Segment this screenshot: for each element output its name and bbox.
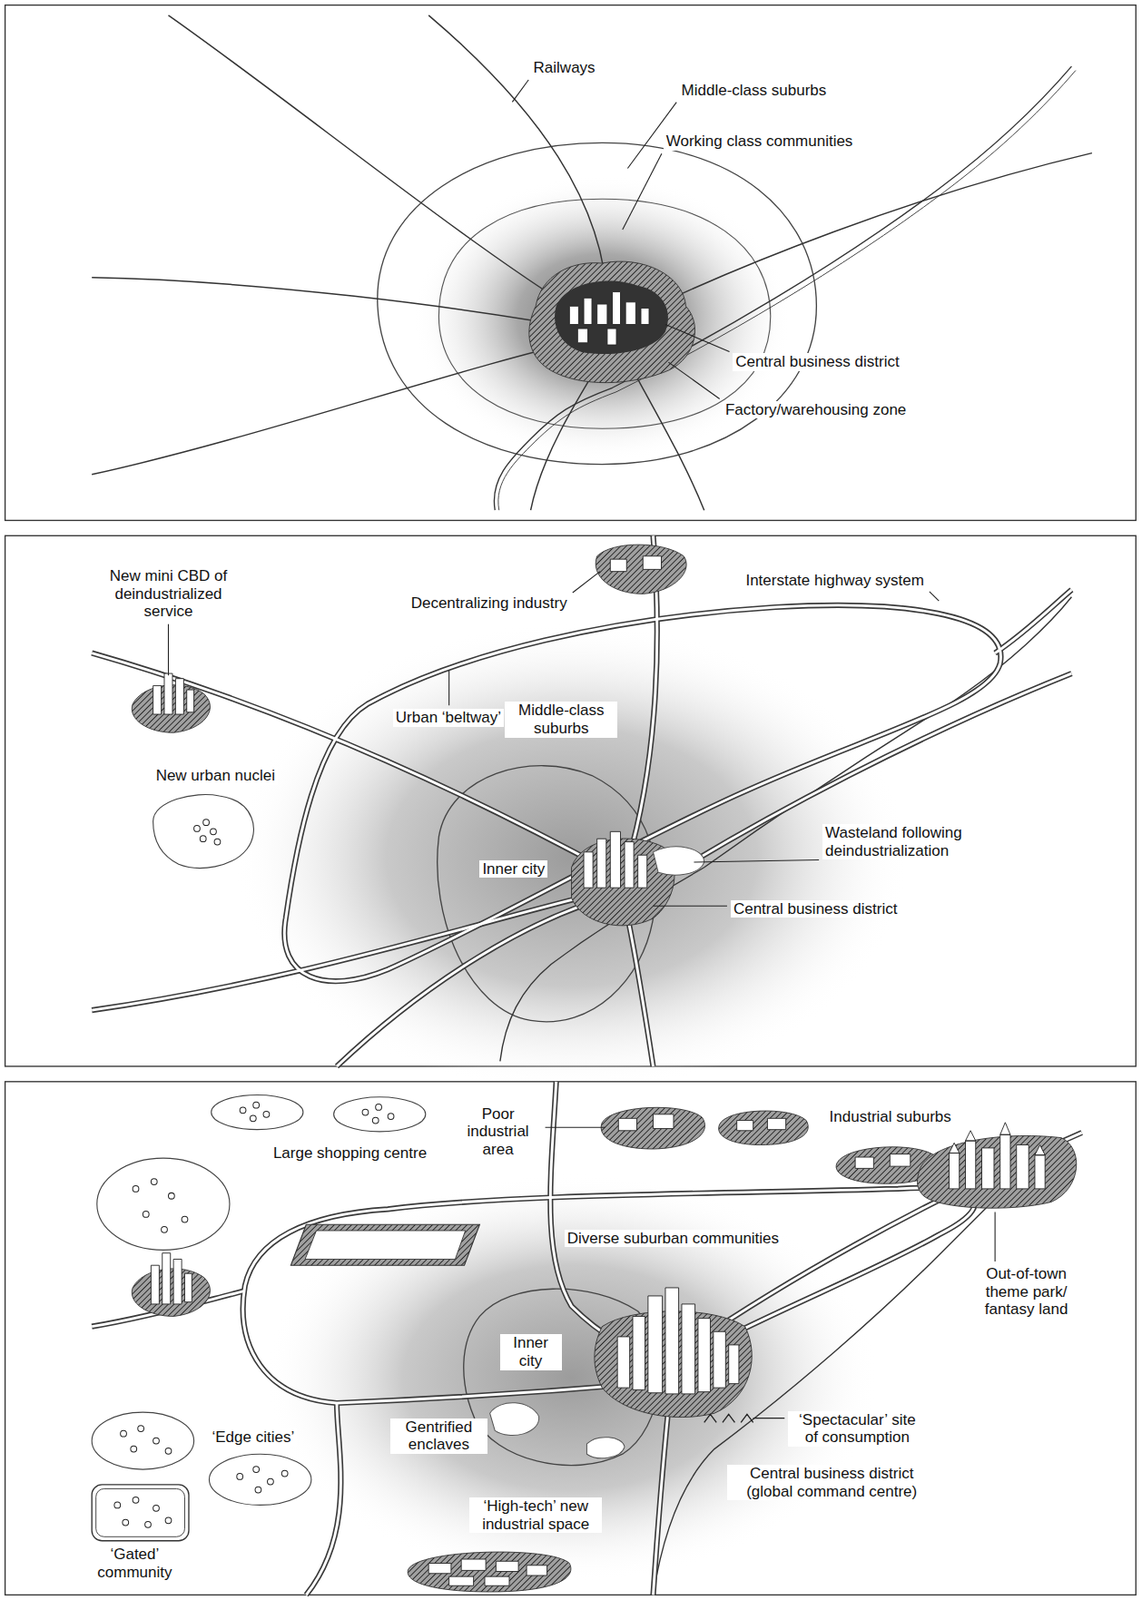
poor-industrial-area	[600, 1107, 705, 1150]
mini-cbd-buildings	[150, 1253, 192, 1305]
gated-community-wall	[91, 1485, 189, 1542]
industry-area	[595, 544, 687, 594]
leader-line	[545, 1127, 606, 1129]
zone-label: Wasteland following deindustrialization	[822, 824, 992, 860]
urban-nucleus	[153, 795, 255, 869]
zone-label: Inner city	[479, 860, 548, 879]
zone-label: Poor industrial area	[454, 1105, 542, 1160]
zone-label: Large shopping centre	[270, 1144, 430, 1163]
highway-lane	[91, 535, 1072, 1067]
cbd-buildings	[569, 292, 650, 345]
leader-line	[622, 153, 662, 230]
leader-line	[668, 362, 719, 399]
railway-lines	[91, 15, 1093, 511]
leader-line	[572, 571, 601, 593]
highway-casing	[91, 535, 1072, 1067]
theme-park-buildings	[949, 1122, 1046, 1190]
factory-blocks	[618, 1114, 674, 1132]
high-tech-area	[407, 1552, 571, 1593]
zone-label: ‘Gated’ community	[88, 1545, 182, 1582]
leader-line	[167, 624, 169, 677]
factory-blocks	[737, 1118, 911, 1169]
cbd-towers	[617, 1288, 739, 1395]
shopping-centre	[290, 1224, 480, 1266]
gentrified-enclave	[490, 1403, 540, 1437]
zone-label: Central business district	[730, 900, 900, 919]
zone-label: Middle-class suburbs	[679, 81, 830, 100]
edge-city-area	[211, 1094, 304, 1130]
wasteland-area	[652, 846, 704, 876]
zone-label: Factory/warehousing zone	[722, 401, 909, 420]
settlement-dots	[194, 819, 221, 846]
zone-label: Diverse suburban communities	[564, 1230, 782, 1249]
theme-park-area	[917, 1135, 1077, 1209]
zone-label: Working class communities	[663, 132, 857, 151]
zone-label: Gentrified enclaves	[390, 1418, 488, 1455]
leader-line	[994, 1212, 996, 1262]
zone-label: ‘Edge cities’	[208, 1428, 297, 1448]
industrial-suburb	[718, 1111, 809, 1146]
zone-label: ‘High-tech’ new industrial space	[469, 1497, 603, 1534]
gentrified-enclave	[586, 1437, 625, 1459]
cbd-buildings	[583, 831, 648, 888]
leader-line	[653, 905, 728, 907]
leader-line	[665, 324, 730, 353]
road-label: Urban ‘beltway’	[393, 708, 504, 728]
suburb-shading	[265, 1173, 878, 1583]
railway-line	[91, 277, 597, 333]
coastline	[500, 597, 1073, 1063]
zone-label: Inner city	[500, 1334, 562, 1370]
edge-city-area	[91, 1412, 194, 1470]
leader-line	[448, 670, 450, 707]
factory-zone	[529, 261, 696, 384]
panel-frame	[5, 5, 1137, 522]
railway-line	[167, 15, 602, 327]
shopping-centre-roof	[305, 1230, 466, 1260]
leader-line	[693, 860, 819, 863]
highway-casing	[91, 1082, 1082, 1596]
edge-city-area	[334, 1097, 426, 1133]
coastline	[493, 66, 1072, 511]
suburb-shading	[235, 622, 909, 1093]
road-label: Interstate highway system	[742, 571, 927, 591]
highway-lane	[91, 1082, 1082, 1596]
edge-city-area	[208, 1454, 311, 1506]
factory-blocks	[610, 556, 661, 572]
zone-label: Industrial suburbs	[826, 1108, 955, 1127]
mini-cbd-buildings	[153, 673, 195, 715]
zone-label: Decentralizing industry	[408, 594, 571, 613]
high-tech-blocks	[428, 1559, 547, 1586]
zone-label: Middle-class suburbs	[504, 701, 618, 738]
consumption-site	[704, 1414, 754, 1423]
edge-city-area	[97, 1158, 230, 1251]
zone-label: Central business district (global comman…	[727, 1465, 937, 1501]
zone-label: New mini CBD of deindustrialized service	[101, 567, 236, 621]
railway-label: Railways	[531, 59, 599, 78]
coastline	[498, 70, 1076, 512]
leader-line	[511, 79, 529, 102]
cbd-area	[554, 280, 669, 355]
settlement-dots	[114, 1102, 394, 1528]
zone-label: Out-of-town theme park/ fantasy land	[967, 1265, 1086, 1320]
railway-line	[91, 336, 597, 475]
leader-line	[753, 1417, 786, 1419]
panel-frame	[5, 1082, 1137, 1596]
zone-label: ‘Spectacular’ site of consumption	[787, 1411, 926, 1448]
zone-label: New urban nuclei	[153, 767, 278, 786]
gated-community-wall	[96, 1488, 186, 1537]
mini-cbd-area	[131, 1269, 210, 1318]
zone-label: Central business district	[732, 353, 902, 372]
leader-line	[929, 591, 939, 601]
